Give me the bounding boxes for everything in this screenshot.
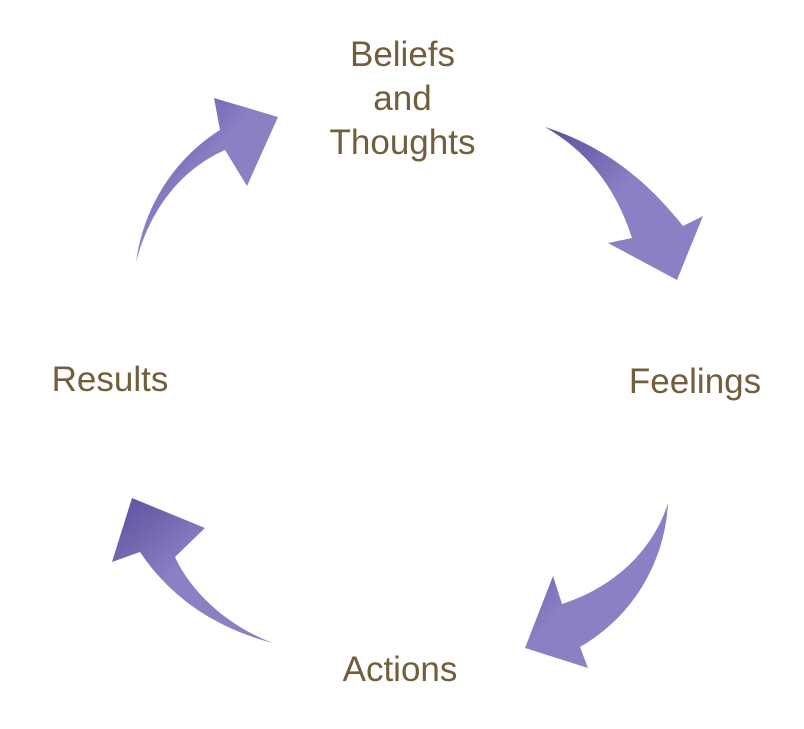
- node-actions-label: Actions: [342, 650, 458, 689]
- arrow-beliefs-to-feelings: [545, 127, 703, 280]
- node-beliefs-line-1: Beliefs: [349, 35, 456, 74]
- node-results-label: Results: [51, 360, 169, 399]
- arrow-results-to-beliefs: [136, 98, 278, 262]
- node-actions: Actions: [300, 648, 500, 692]
- node-beliefs-line-2: and: [373, 79, 432, 118]
- node-feelings-label: Feelings: [628, 362, 762, 401]
- node-feelings: Feelings: [605, 360, 785, 404]
- arrow-actions-to-results: [112, 498, 273, 643]
- arrow-feelings-to-actions: [525, 503, 668, 668]
- node-beliefs-line-3: Thoughts: [329, 123, 476, 162]
- node-results: Results: [25, 358, 195, 402]
- node-beliefs-and-thoughts: Beliefs and Thoughts: [290, 33, 515, 165]
